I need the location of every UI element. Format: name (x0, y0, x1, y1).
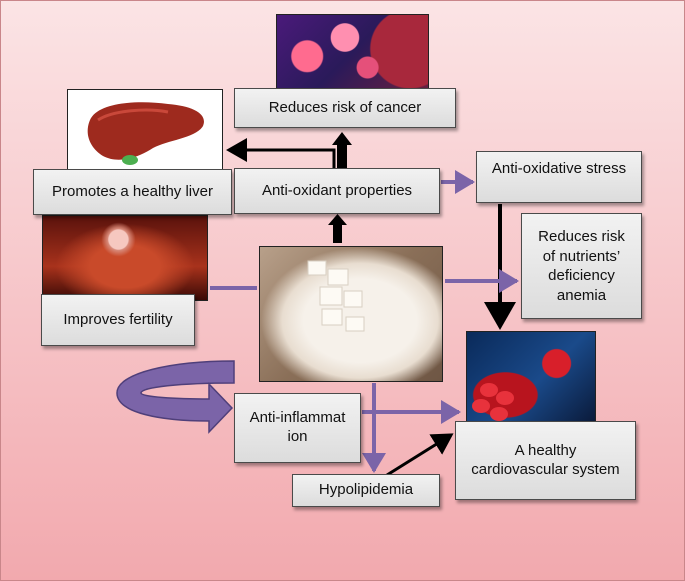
hypolipidemia-box: Hypolipidemia (292, 474, 440, 507)
arrow-antioxidant-to-cancer (332, 132, 352, 169)
flour-powder-spoon-image (259, 246, 443, 382)
arrow-center-to-antioxidant (328, 214, 347, 243)
healthy-cardiovascular-box: A healthy cardiovascular system (455, 421, 636, 500)
healthy-cardiovascular-label: A healthy cardiovascular system (471, 441, 620, 478)
curved-arrow-to-inflammation (116, 360, 235, 434)
liver-image (67, 89, 223, 171)
improves-fertility-label: Improves fertility (63, 310, 173, 328)
arrow-hypolipidemia-to-heart (386, 433, 454, 477)
anemia-box: Reduces risk of nutrients’ deficiency an… (521, 213, 642, 319)
hypolipidemia-label: Hypolipidemia (318, 481, 414, 499)
arrow-antioxidant-to-liver (226, 138, 336, 168)
antioxidant-properties-box: Anti-oxidant properties (234, 168, 440, 214)
anti-oxidative-stress-label: Anti-oxidative stress (491, 159, 627, 177)
cancer-cells-image (276, 14, 429, 91)
healthy-liver-label: Promotes a healthy liver (52, 182, 213, 200)
improves-fertility-box: Improves fertility (41, 294, 195, 346)
heart-vessel-image (466, 331, 596, 423)
reduces-risk-cancer-label: Reduces risk of cancer (268, 98, 422, 116)
anemia-label: Reduces risk of nutrients’ deficiency an… (538, 228, 625, 304)
anti-inflammation-label: Anti-inflammation (249, 409, 346, 445)
anti-inflammation-box: Anti-inflammation (234, 393, 361, 463)
reduces-risk-cancer-box: Reduces risk of cancer (234, 88, 456, 128)
anti-oxidative-stress-box: Anti-oxidative stress (476, 151, 642, 203)
healthy-liver-box: Promotes a healthy liver (33, 169, 232, 215)
antioxidant-properties-label: Anti-oxidant properties (261, 181, 413, 199)
